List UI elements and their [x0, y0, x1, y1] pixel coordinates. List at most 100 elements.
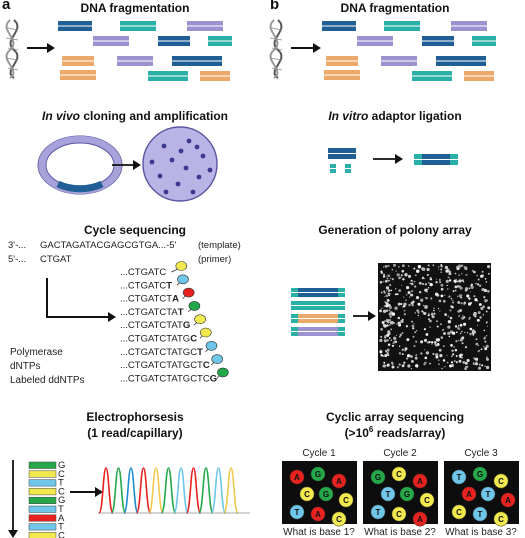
polony-spot	[392, 345, 394, 347]
dye-label	[212, 355, 223, 364]
polony-spot	[487, 326, 488, 327]
polony-spot	[383, 274, 385, 276]
polony-spot	[398, 289, 401, 292]
polony-spot	[486, 281, 488, 283]
polony-spot	[457, 285, 460, 288]
polony-spot	[484, 336, 486, 338]
base-dot-letter: A	[417, 477, 423, 486]
subtitle-cyclic-array: (>106 reads/array)	[345, 425, 446, 440]
base-dot-letter: A	[336, 477, 342, 486]
dye-label	[206, 341, 217, 350]
polony-spot	[448, 277, 449, 278]
trace-peak	[224, 468, 238, 513]
polony-spot	[470, 291, 471, 292]
polony-spot	[463, 316, 465, 318]
polony-spot	[436, 279, 437, 280]
polony-spot	[389, 309, 391, 311]
polony-spot	[383, 364, 386, 367]
cell-dot	[187, 139, 192, 144]
base-dot-letter: T	[478, 510, 483, 519]
ladder-fragment: ...CTGATCTA	[120, 294, 179, 305]
polony-spot	[386, 295, 389, 298]
polony-spot	[425, 283, 427, 285]
cycle-label: Cycle 3	[464, 448, 498, 459]
dye-label	[200, 328, 211, 337]
polony-spot	[433, 308, 434, 309]
polony-spot	[408, 265, 409, 266]
polony-spot	[388, 304, 390, 306]
dna-helix-icon	[270, 20, 282, 78]
polony-spot	[430, 283, 433, 286]
dna-fragment	[58, 21, 92, 31]
title-cycle-sequencing: Cycle sequencing	[84, 223, 186, 237]
polony-spot	[386, 290, 387, 291]
polony-spot	[487, 265, 490, 268]
polony-spot	[472, 334, 474, 336]
polony-spot	[475, 362, 478, 365]
polony-spot	[390, 329, 392, 331]
polony-spot	[455, 290, 457, 292]
polony-spot	[406, 338, 409, 341]
polony-spot	[402, 278, 404, 280]
polony-spot	[479, 303, 482, 306]
polony-spot	[428, 313, 429, 314]
polony-spot	[398, 277, 401, 280]
cell-dot	[184, 166, 189, 171]
bacterial-cell-icon	[143, 127, 217, 201]
dye-label	[189, 301, 200, 310]
polony-spot	[384, 296, 385, 297]
polony-spot	[415, 312, 417, 314]
polony-spot	[460, 296, 462, 298]
polony-spot	[423, 305, 425, 307]
polony-spot	[429, 363, 431, 365]
dna-fragment	[422, 36, 454, 46]
polony-spot	[381, 308, 382, 309]
polony-spot	[451, 306, 453, 308]
trace-peak	[149, 468, 163, 513]
polony-spot	[443, 345, 445, 347]
polony-spot	[384, 339, 387, 342]
polony-spot	[415, 274, 417, 276]
gel-band-letter: C	[58, 530, 65, 538]
polony-spot	[460, 354, 463, 357]
polony-spot	[426, 268, 429, 271]
polony-spot	[396, 335, 397, 336]
dna-fragment	[148, 71, 188, 81]
polony-spot	[389, 319, 391, 321]
polony-spot	[438, 299, 441, 302]
polony-spot	[479, 284, 481, 286]
polony-spot	[476, 360, 478, 362]
subtitle-electrophoresis: (1 read/capillary)	[87, 426, 182, 440]
polony-spot	[458, 265, 461, 268]
fragment-set-a	[58, 21, 232, 81]
title-cyclic-array: Cyclic array sequencing	[326, 410, 464, 424]
trace-peak	[112, 468, 126, 513]
polony-spot	[421, 267, 424, 270]
polony-spot	[387, 330, 390, 333]
polony-spot	[477, 283, 479, 285]
arrow-icon	[291, 43, 321, 53]
polony-spot	[417, 303, 420, 306]
polony-spot	[401, 285, 402, 286]
polony-spot	[392, 278, 394, 280]
polony-spot	[466, 294, 469, 297]
polony-spot	[400, 303, 402, 305]
polony-spot	[380, 281, 383, 284]
adapted-fragment	[291, 327, 345, 336]
polony-spot	[451, 355, 453, 357]
polony-spot	[486, 356, 487, 357]
dna-fragment	[208, 36, 232, 46]
polony-spot	[403, 303, 406, 306]
dna-fragment	[472, 36, 496, 46]
polony-spot	[461, 273, 462, 274]
polony-spot	[440, 271, 441, 272]
polony-spot	[392, 342, 394, 344]
base-dot-letter: C	[498, 515, 504, 524]
polony-spot	[486, 311, 488, 313]
reagent-labeled-ddntps: Labeled ddNTPs	[10, 375, 85, 386]
gel-band	[29, 506, 56, 513]
base-dot-letter: G	[404, 490, 410, 499]
polony-spot	[390, 278, 391, 279]
polony-spot	[432, 264, 434, 266]
polony-spot	[423, 363, 425, 365]
